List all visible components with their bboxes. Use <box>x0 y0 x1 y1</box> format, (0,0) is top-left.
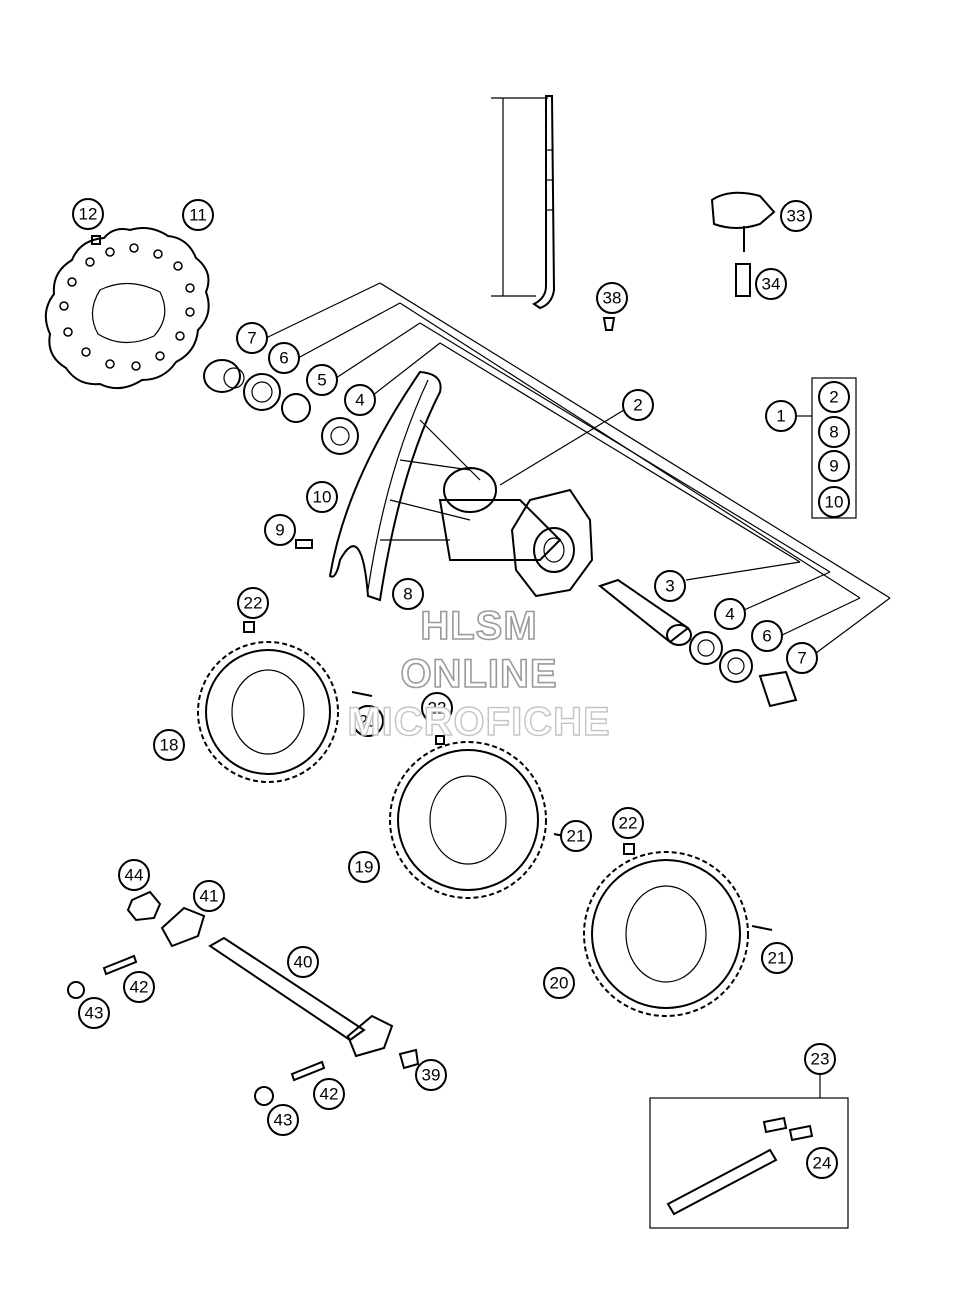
callout: 19 <box>348 851 380 883</box>
svg-text:1: 1 <box>776 407 785 426</box>
chain-assembly <box>649 1074 849 1229</box>
svg-text:18: 18 <box>160 736 179 755</box>
callout: 9 <box>264 514 296 546</box>
callout: 2 <box>622 389 654 421</box>
sprocket-19 <box>389 741 547 899</box>
svg-text:22: 22 <box>244 594 263 613</box>
svg-text:22: 22 <box>619 814 638 833</box>
callout: 40 <box>287 946 319 978</box>
sprocket-18 <box>197 641 339 783</box>
svg-text:11: 11 <box>189 206 207 225</box>
svg-text:2: 2 <box>829 388 838 407</box>
svg-text:4: 4 <box>725 605 734 624</box>
svg-text:9: 9 <box>829 457 838 476</box>
svg-text:6: 6 <box>762 627 771 646</box>
axle-and-chain-adjusters <box>67 890 420 1106</box>
callout: 11 <box>182 199 214 231</box>
callout: 1 <box>765 400 797 432</box>
svg-text:9: 9 <box>275 521 284 540</box>
callout: 9 <box>818 450 850 482</box>
callout: 8 <box>818 416 850 448</box>
svg-text:21: 21 <box>359 712 378 731</box>
callout: 34 <box>755 268 787 300</box>
callout: 38 <box>596 282 628 314</box>
svg-text:33: 33 <box>787 207 806 226</box>
callout: 22 <box>421 692 453 724</box>
left-bearings-spacers <box>203 359 359 549</box>
callout: 42 <box>313 1078 345 1110</box>
callout: 22 <box>237 587 269 619</box>
svg-text:12: 12 <box>79 205 98 224</box>
callout: 20 <box>543 967 575 999</box>
svg-text:8: 8 <box>829 423 838 442</box>
svg-text:19: 19 <box>355 858 374 877</box>
svg-text:8: 8 <box>403 585 412 604</box>
svg-text:42: 42 <box>130 978 149 997</box>
callout: 43 <box>78 997 110 1029</box>
callout: 4 <box>344 384 376 416</box>
svg-text:23: 23 <box>811 1050 830 1069</box>
svg-text:43: 43 <box>274 1111 293 1130</box>
wheel-hub-assembly <box>328 370 594 602</box>
svg-text:3: 3 <box>665 577 674 596</box>
svg-text:4: 4 <box>355 391 364 410</box>
callout: 42 <box>123 971 155 1003</box>
svg-text:38: 38 <box>603 289 622 308</box>
svg-text:7: 7 <box>247 329 256 348</box>
svg-text:34: 34 <box>762 275 781 294</box>
callout: 23 <box>804 1043 836 1075</box>
svg-text:21: 21 <box>567 827 586 846</box>
svg-text:22: 22 <box>428 699 447 718</box>
svg-text:7: 7 <box>797 649 806 668</box>
right-bearings-spacers <box>597 578 798 708</box>
callout: 10 <box>818 486 850 518</box>
svg-text:41: 41 <box>200 887 219 906</box>
svg-text:2: 2 <box>633 396 642 415</box>
svg-text:44: 44 <box>125 866 144 885</box>
svg-text:24: 24 <box>813 1154 832 1173</box>
spoke-drawing <box>491 95 556 310</box>
brake-disc <box>44 227 210 390</box>
callout: 33 <box>780 200 812 232</box>
callout: 3 <box>654 570 686 602</box>
callout: 21 <box>761 942 793 974</box>
callout: 18 <box>153 729 185 761</box>
callout: 24 <box>806 1147 838 1179</box>
svg-text:10: 10 <box>825 493 844 512</box>
callout: 39 <box>415 1059 447 1091</box>
sprocket-20 <box>583 851 749 1017</box>
callout: 43 <box>267 1104 299 1136</box>
svg-text:39: 39 <box>422 1066 441 1085</box>
callout: 21 <box>560 820 592 852</box>
callout: 8 <box>392 578 424 610</box>
svg-text:6: 6 <box>279 349 288 368</box>
svg-text:43: 43 <box>85 1004 104 1023</box>
svg-text:21: 21 <box>768 949 787 968</box>
callout: 5 <box>306 364 338 396</box>
callout: 44 <box>118 859 150 891</box>
callout: 22 <box>612 807 644 839</box>
callout: 7 <box>786 642 818 674</box>
callout: 12 <box>72 198 104 230</box>
callout: 2 <box>818 381 850 413</box>
callout: 10 <box>306 481 338 513</box>
svg-text:10: 10 <box>313 488 332 507</box>
callout: 4 <box>714 598 746 630</box>
tire-valve-parts <box>602 191 776 331</box>
callout: 6 <box>751 620 783 652</box>
callout: 7 <box>236 322 268 354</box>
leader-lines <box>265 282 891 657</box>
svg-text:40: 40 <box>294 953 313 972</box>
svg-text:42: 42 <box>320 1085 339 1104</box>
svg-text:20: 20 <box>550 974 569 993</box>
callout: 21 <box>352 705 384 737</box>
callout: 6 <box>268 342 300 374</box>
svg-text:5: 5 <box>317 371 326 390</box>
callout: 41 <box>193 880 225 912</box>
